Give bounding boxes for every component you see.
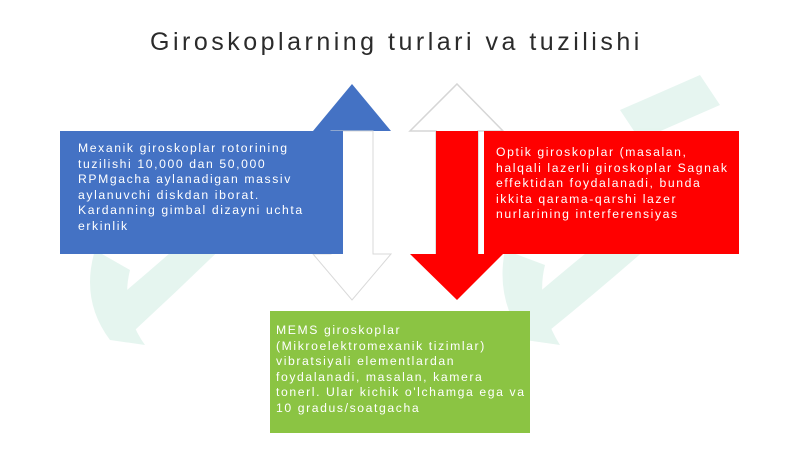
optical-gyroscope-box: Optik giroskoplar (masalan, halqali laze…: [484, 131, 739, 254]
mechanical-gyroscope-box: Mexanik giroskoplar rotorining tuzilishi…: [60, 131, 343, 254]
slide-title: Giroskoplarning turlari va tuzilishi: [150, 28, 643, 56]
red-down-arrow: [410, 131, 503, 300]
mems-gyroscope-box: MEMS giroskoplar (Mikroelektromexanik ti…: [270, 311, 530, 433]
